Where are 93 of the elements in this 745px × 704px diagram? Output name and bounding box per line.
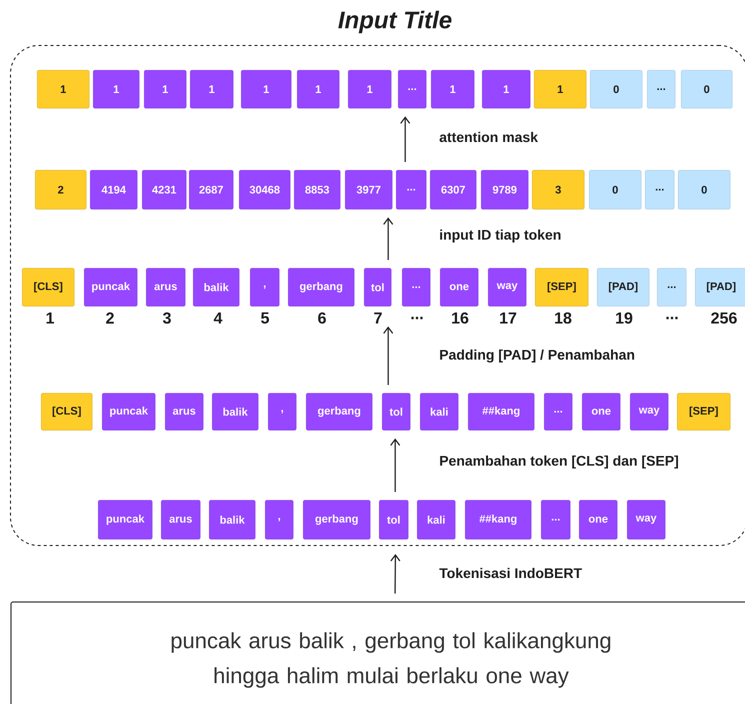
token-box: ...: [541, 500, 570, 540]
token-box: ...: [544, 393, 572, 430]
position-number: 19: [616, 312, 632, 324]
token-box: ...: [396, 170, 426, 210]
token-box: 2: [35, 170, 86, 210]
token-box: one: [579, 500, 618, 540]
position-number: 16: [452, 312, 468, 324]
position-number: 17: [500, 312, 516, 324]
token-box: kali: [420, 393, 458, 430]
token-box: ...: [657, 268, 686, 306]
token-box: 2687: [189, 170, 234, 210]
token-box: tol: [379, 500, 408, 540]
token-box: puncak: [84, 268, 138, 306]
token-box: [PAD]: [695, 268, 745, 306]
position-number: ...: [411, 316, 423, 320]
token-box: 3: [532, 170, 584, 210]
token-box: [SEP]: [535, 268, 588, 306]
token-box: arus: [165, 393, 204, 430]
title: Input Title: [338, 10, 452, 34]
token-box: 30468: [239, 170, 290, 210]
token-box: ,: [250, 268, 280, 306]
position-number: 1: [46, 312, 54, 324]
position-number: 7: [374, 312, 382, 324]
position-number: 5: [261, 312, 269, 324]
token-box: balik: [212, 393, 258, 430]
position-number: ...: [666, 316, 678, 320]
token-box: 1: [348, 70, 392, 108]
position-number: 3: [162, 312, 171, 324]
position-number: 6: [318, 312, 326, 324]
token-box: ...: [402, 268, 430, 306]
token-box: 1: [482, 70, 530, 108]
token-box: 0: [590, 70, 642, 108]
token-box: way: [627, 500, 666, 540]
token-box: 1: [144, 70, 186, 108]
token-box: kali: [417, 500, 456, 540]
token-box: one: [582, 393, 620, 430]
token-box: 1: [93, 70, 140, 108]
token-box: ...: [647, 70, 676, 108]
token-box: tol: [364, 268, 392, 306]
token-box: 1: [241, 70, 292, 108]
arrow: [390, 554, 400, 594]
position-number: 2: [106, 312, 114, 324]
token-box: arus: [161, 500, 200, 540]
token-box: gerbang: [288, 268, 354, 306]
position-number: 256: [711, 312, 737, 324]
position-number: 18: [555, 312, 572, 324]
token-box: ##kang: [468, 393, 534, 430]
edge-label: Penambahan token [CLS] dan [SEP]: [438, 454, 680, 470]
edge-label: attention mask: [438, 130, 539, 144]
token-box: [PAD]: [597, 268, 650, 306]
token-box: way: [630, 393, 668, 430]
arrow: [390, 438, 400, 492]
edge-label: Padding [PAD] / Penambahan: [438, 348, 636, 364]
token-box: ...: [645, 170, 674, 210]
token-box: 1: [297, 70, 340, 108]
token-box: [CLS]: [22, 268, 74, 306]
token-box: gerbang: [303, 500, 370, 540]
token-box: way: [488, 268, 526, 306]
token-box: 6307: [430, 170, 476, 210]
token-box: one: [440, 268, 478, 306]
dashed-container: [10, 45, 745, 546]
token-box: [SEP]: [677, 393, 730, 430]
token-box: puncak: [98, 500, 152, 540]
token-box: ,: [268, 393, 296, 430]
token-box: ,: [265, 500, 294, 540]
token-box: 1: [190, 70, 234, 108]
arrow: [383, 326, 394, 385]
token-box: tol: [382, 393, 410, 430]
token-box: 0: [678, 170, 730, 210]
edge-label: Tokenisasi IndoBERT: [438, 566, 584, 580]
token-box: ##kang: [465, 500, 532, 540]
token-box: arus: [146, 268, 186, 306]
token-box: puncak: [102, 393, 156, 430]
token-box: 4231: [142, 170, 186, 210]
token-box: 3977: [345, 170, 392, 210]
token-box: 0: [681, 70, 732, 108]
token-box: ...: [398, 70, 426, 108]
token-box: 8853: [294, 170, 340, 210]
token-box: 1: [37, 70, 90, 108]
input-text-box: puncak arus balik , gerbang tol kalikangkung hingga halim mulai berlaku one way: [10, 602, 745, 704]
token-box: balik: [193, 268, 240, 306]
token-box: 9789: [481, 170, 528, 210]
token-box: [CLS]: [41, 393, 92, 430]
token-box: 1: [431, 70, 474, 108]
edge-label: input ID tiap token: [438, 228, 562, 244]
token-box: 4194: [90, 170, 138, 210]
position-number: 4: [214, 312, 222, 324]
arrow: [400, 116, 410, 162]
token-box: 0: [589, 170, 642, 210]
token-box: balik: [209, 500, 256, 540]
token-box: 1: [534, 70, 586, 108]
arrow: [383, 217, 394, 260]
token-box: gerbang: [306, 393, 372, 430]
